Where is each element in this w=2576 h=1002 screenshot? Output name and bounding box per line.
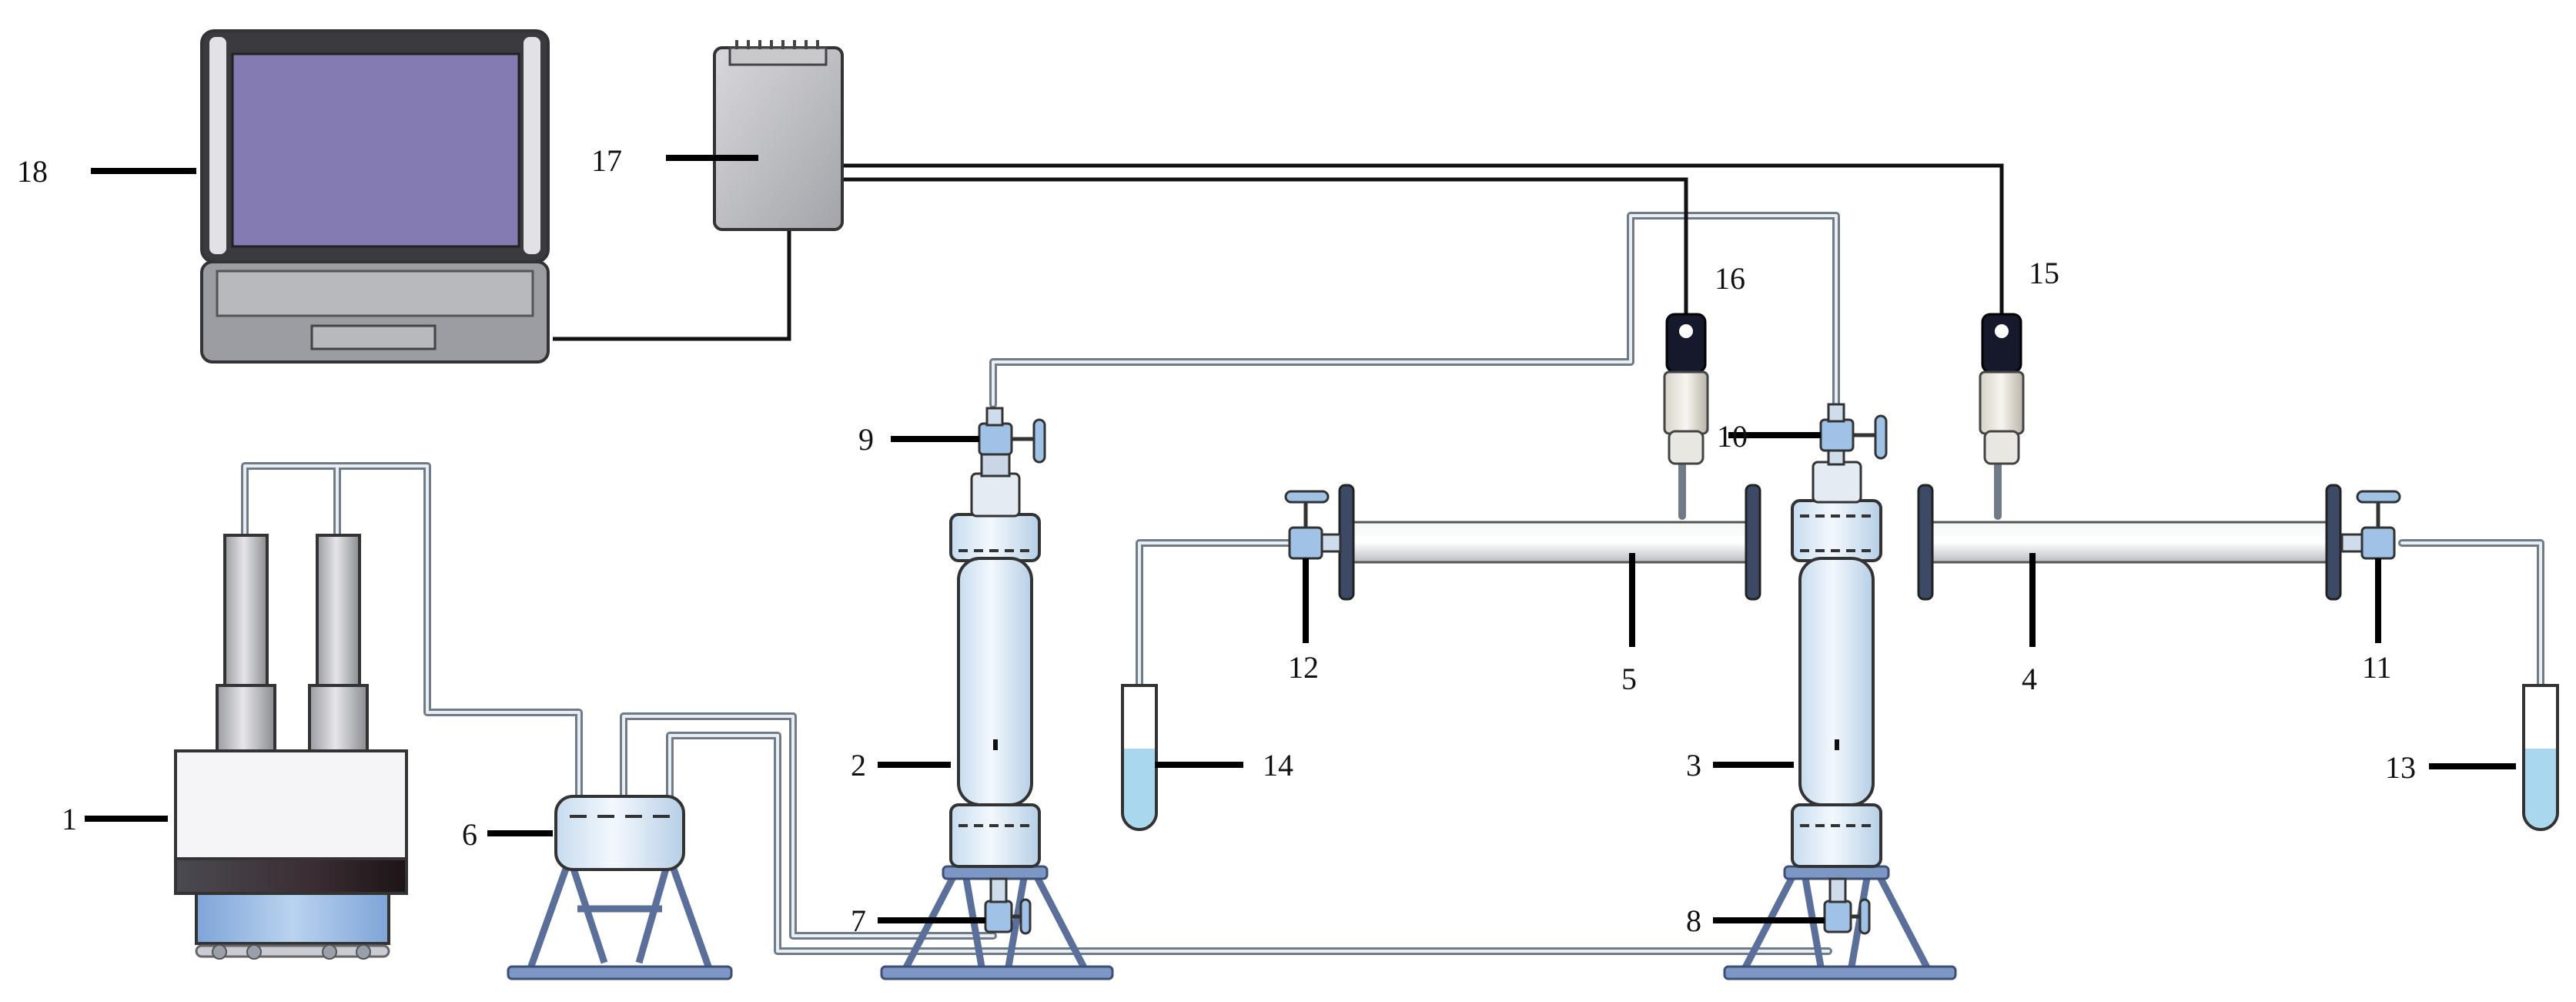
label-12: 12 xyxy=(1288,650,1319,685)
valve-12 xyxy=(1284,490,1342,560)
valve-10 xyxy=(1819,403,1888,466)
collection-tube-14 xyxy=(1121,684,1158,831)
label-3: 3 xyxy=(1686,748,1701,782)
label-16: 16 xyxy=(1715,261,1745,296)
label-11: 11 xyxy=(2362,650,2392,685)
label-18: 18 xyxy=(17,154,48,189)
pump-unit xyxy=(174,534,408,960)
label-1: 1 xyxy=(62,802,77,836)
pressure-sensor-16 xyxy=(1663,313,1709,465)
label-13: 13 xyxy=(2385,750,2416,785)
laptop-screen xyxy=(231,52,520,248)
label-17: 17 xyxy=(591,143,622,178)
label-15: 15 xyxy=(2029,256,2059,290)
laptop-touchpad xyxy=(310,324,437,350)
column-5 xyxy=(1338,484,1761,601)
signal-wires xyxy=(553,163,2004,341)
label-5: 5 xyxy=(1621,662,1637,696)
label-9: 9 xyxy=(858,422,874,457)
valve-8 xyxy=(1823,877,1871,935)
valve-7 xyxy=(984,877,1032,935)
laptop-computer xyxy=(200,29,550,364)
valve-9 xyxy=(978,407,1046,464)
label-8: 8 xyxy=(1686,903,1701,938)
label-6: 6 xyxy=(462,817,477,852)
label-10: 10 xyxy=(1717,419,1748,454)
label-2: 2 xyxy=(851,748,866,782)
valve-11 xyxy=(2340,490,2401,560)
data-acquisition-box xyxy=(713,40,844,231)
separator-vessel xyxy=(507,795,733,980)
pressure-sensor-15 xyxy=(1979,313,2025,465)
collection-tube-13 xyxy=(2522,684,2559,831)
tubing-network xyxy=(241,212,2544,955)
column-4 xyxy=(1917,484,2342,601)
label-7: 7 xyxy=(851,903,866,938)
label-14: 14 xyxy=(1263,748,1293,782)
reaction-vessel-3 xyxy=(1723,461,1957,980)
component-labels: 18 17 16 15 9 10 12 5 4 11 1 6 2 3 7 8 1… xyxy=(17,143,2416,938)
label-4: 4 xyxy=(2022,662,2037,696)
leader-lines xyxy=(85,155,2516,923)
